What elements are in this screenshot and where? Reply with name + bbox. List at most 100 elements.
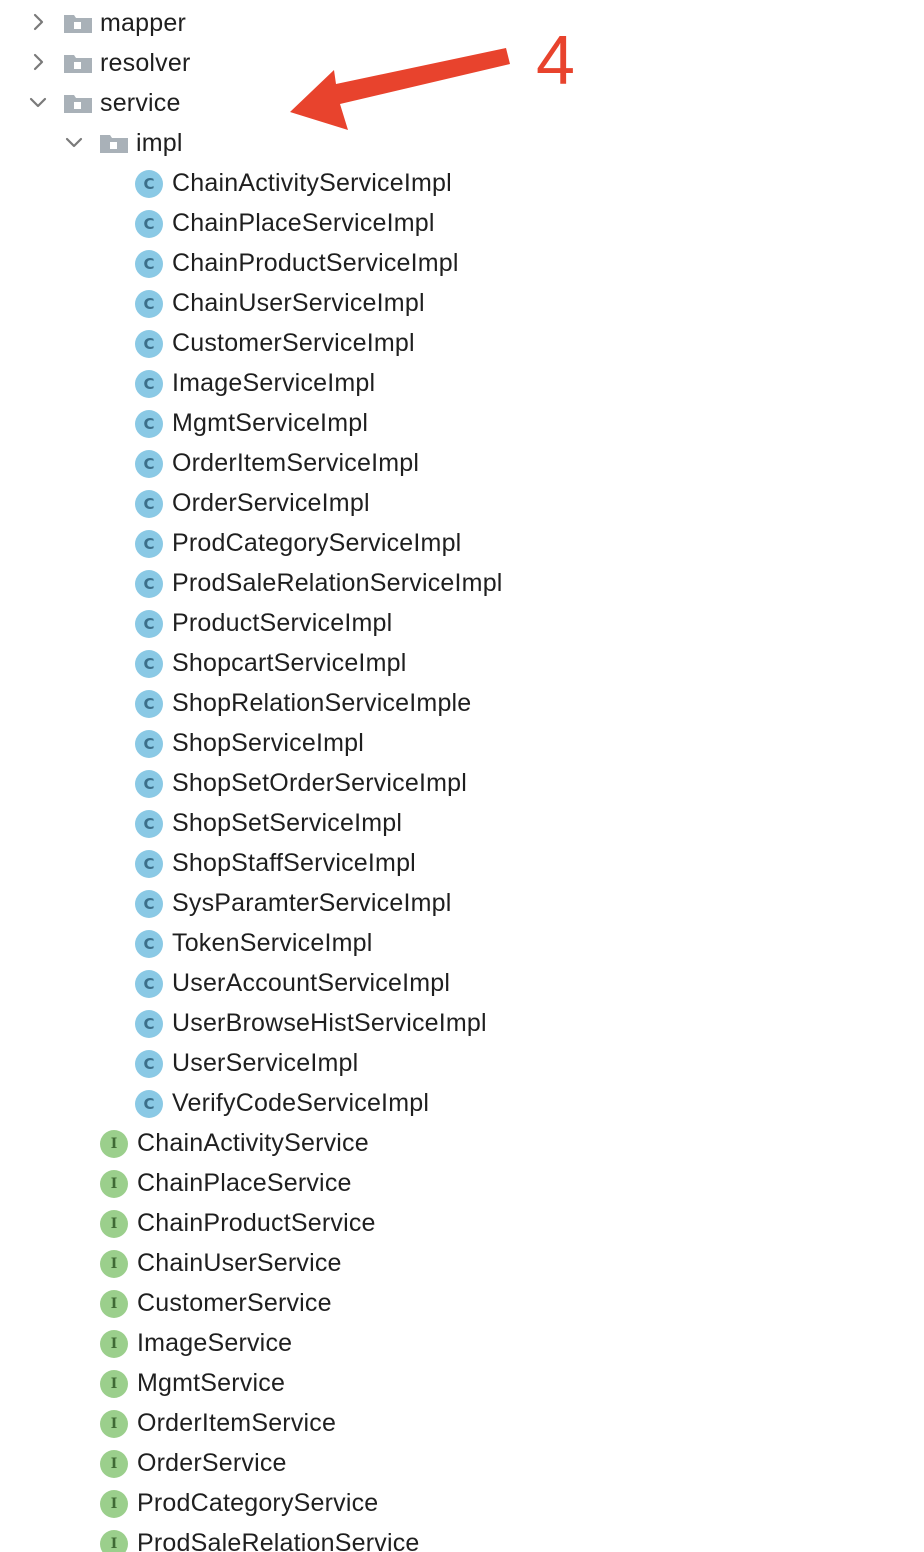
- tree-class-label: ProductServiceImpl: [172, 609, 393, 637]
- tree-class-label: ShopRelationServiceImple: [172, 689, 472, 717]
- interface-icon: I: [100, 1250, 128, 1278]
- tree-folder-resolver[interactable]: resolver: [0, 42, 924, 82]
- tree-class-label: UserAccountServiceImpl: [172, 969, 451, 997]
- tree-class-item[interactable]: C ProductServiceImpl: [0, 602, 924, 642]
- tree-class-item[interactable]: C TokenServiceImpl: [0, 922, 924, 962]
- chevron-right-icon[interactable]: [28, 12, 48, 32]
- tree-interface-item[interactable]: I OrderItemService: [0, 1402, 924, 1442]
- tree-class-item[interactable]: C UserServiceImpl: [0, 1042, 924, 1082]
- tree-folder-label: service: [100, 89, 181, 117]
- tree-interface-label: ImageService: [137, 1329, 293, 1357]
- tree-class-item[interactable]: C ProdCategoryServiceImpl: [0, 522, 924, 562]
- interface-icon: I: [100, 1330, 128, 1358]
- tree-class-item[interactable]: C ImageServiceImpl: [0, 362, 924, 402]
- tree-class-label: ImageServiceImpl: [172, 369, 376, 397]
- tree-interface-label: OrderService: [137, 1449, 287, 1477]
- class-icon: C: [135, 530, 163, 558]
- tree-class-label: TokenServiceImpl: [172, 929, 373, 957]
- interface-icon: I: [100, 1290, 128, 1318]
- annotation-arrow-shape: [290, 48, 510, 130]
- chevron-down-icon[interactable]: [28, 92, 48, 112]
- class-icon: C: [135, 730, 163, 758]
- interface-icon: I: [100, 1490, 128, 1518]
- tree-class-label: OrderServiceImpl: [172, 489, 370, 517]
- tree-class-item[interactable]: C ShopRelationServiceImple: [0, 682, 924, 722]
- tree-class-label: UserBrowseHistServiceImpl: [172, 1009, 487, 1037]
- tree-folder-label: resolver: [100, 49, 191, 77]
- tree-folder-service[interactable]: service: [0, 82, 924, 122]
- class-icon: C: [135, 410, 163, 438]
- tree-class-label: VerifyCodeServiceImpl: [172, 1089, 430, 1117]
- interface-icon: I: [100, 1130, 128, 1158]
- interface-icon: I: [100, 1410, 128, 1438]
- tree-interface-label: MgmtService: [137, 1369, 286, 1397]
- tree-interface-item[interactable]: I ProdCategoryService: [0, 1482, 924, 1522]
- class-icon: C: [135, 690, 163, 718]
- class-icon: C: [135, 930, 163, 958]
- class-icon: C: [135, 250, 163, 278]
- tree-folder-mapper[interactable]: mapper: [0, 2, 924, 42]
- tree-class-label: ChainPlaceServiceImpl: [172, 209, 435, 237]
- tree-interface-label: ChainActivityService: [137, 1129, 369, 1157]
- annotation-arrow: [290, 48, 510, 130]
- class-icon: C: [135, 610, 163, 638]
- tree-folder-impl[interactable]: impl: [0, 122, 924, 162]
- package-folder-icon: [63, 12, 93, 34]
- class-icon: C: [135, 370, 163, 398]
- tree-interface-label: OrderItemService: [137, 1409, 337, 1437]
- tree-interface-label: ProdCategoryService: [137, 1489, 379, 1517]
- tree-interface-item[interactable]: I ChainActivityService: [0, 1122, 924, 1162]
- tree-class-label: MgmtServiceImpl: [172, 409, 369, 437]
- tree-class-item[interactable]: C OrderItemServiceImpl: [0, 442, 924, 482]
- class-icon: C: [135, 1050, 163, 1078]
- chevron-right-icon[interactable]: [28, 52, 48, 72]
- chevron-down-icon[interactable]: [64, 132, 84, 152]
- class-icon: C: [135, 850, 163, 878]
- tree-class-label: ShopcartServiceImpl: [172, 649, 407, 677]
- tree-interface-label: ChainProductService: [137, 1209, 376, 1237]
- tree-interface-label: ChainPlaceService: [137, 1169, 352, 1197]
- tree-class-label: ChainUserServiceImpl: [172, 289, 425, 317]
- tree-interface-label: ChainUserService: [137, 1249, 342, 1277]
- tree-interface-item[interactable]: I ImageService: [0, 1322, 924, 1362]
- package-folder-icon: [63, 52, 93, 74]
- tree-class-label: CustomerServiceImpl: [172, 329, 415, 357]
- interface-icon: I: [100, 1170, 128, 1198]
- tree-folder-label: mapper: [100, 9, 186, 37]
- tree-class-label: ChainActivityServiceImpl: [172, 169, 452, 197]
- tree-class-label: OrderItemServiceImpl: [172, 449, 420, 477]
- tree-interface-item[interactable]: I ChainUserService: [0, 1242, 924, 1282]
- class-icon: C: [135, 890, 163, 918]
- tree-class-item[interactable]: C MgmtServiceImpl: [0, 402, 924, 442]
- class-icon: C: [135, 570, 163, 598]
- tree-interface-item[interactable]: I ChainPlaceService: [0, 1162, 924, 1202]
- tree-interface-label: ProdSaleRelationService: [137, 1529, 420, 1552]
- package-folder-icon: [63, 92, 93, 114]
- tree-class-label: UserServiceImpl: [172, 1049, 359, 1077]
- class-icon: C: [135, 450, 163, 478]
- class-icon: C: [135, 810, 163, 838]
- tree-folder-label: impl: [136, 129, 183, 157]
- tree-class-label: ProdCategoryServiceImpl: [172, 529, 462, 557]
